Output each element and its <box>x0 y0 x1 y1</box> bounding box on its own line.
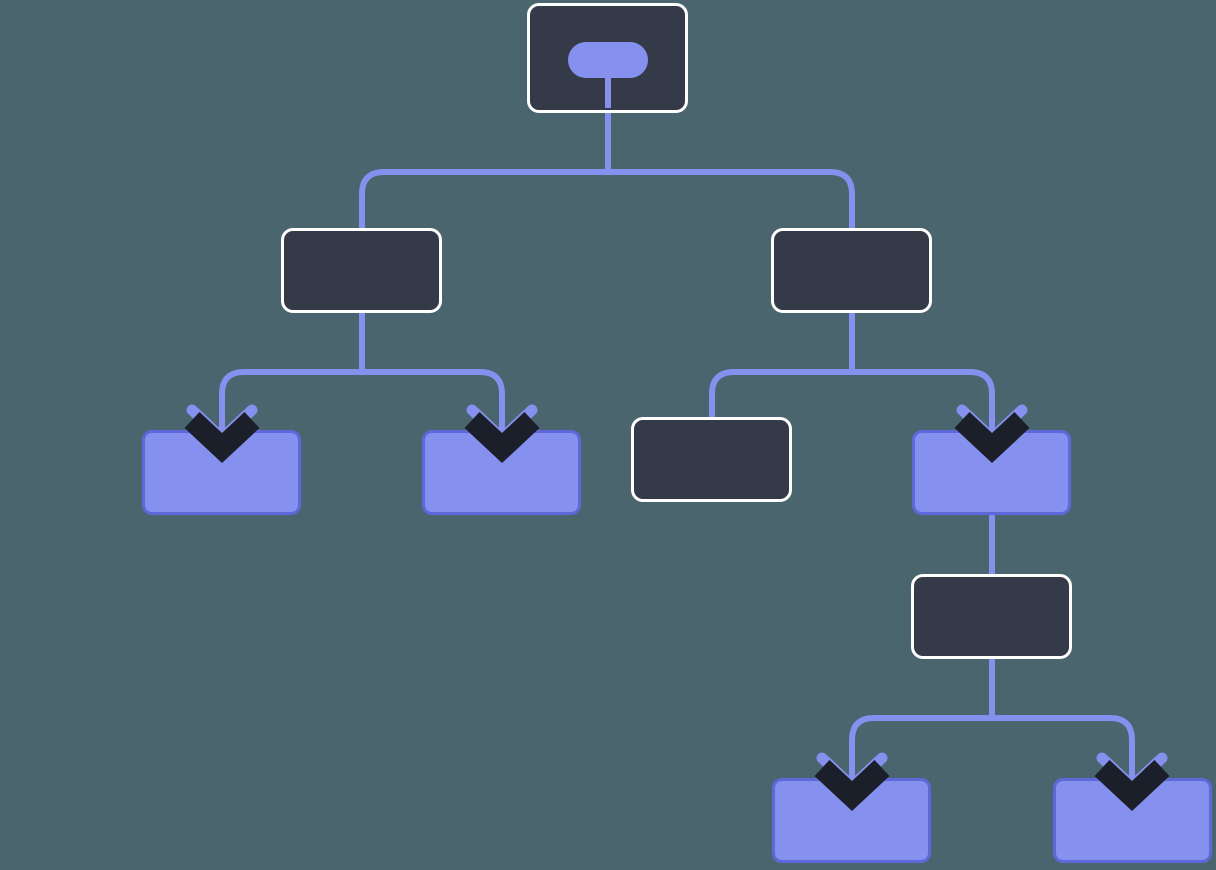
node-n3d[interactable] <box>912 430 1071 515</box>
node-n2b[interactable] <box>771 228 932 313</box>
root-pill-stem-icon <box>605 70 611 108</box>
edge-root-n2b <box>605 110 855 313</box>
node-n5b[interactable] <box>1053 778 1212 863</box>
edge-root-n2a <box>359 110 611 313</box>
node-n2a[interactable] <box>281 228 442 313</box>
edge-n2b-n3d <box>849 310 995 440</box>
node-n3a[interactable] <box>142 430 301 515</box>
edge-n4-n5b <box>992 715 1135 790</box>
edge-n2a-n3b <box>359 310 505 440</box>
edge-n2b-n3c <box>709 310 855 420</box>
node-n3b[interactable] <box>422 430 581 515</box>
node-n4[interactable] <box>911 574 1072 659</box>
node-n5a[interactable] <box>772 778 931 863</box>
edge-n2a-n3a <box>219 310 365 440</box>
edge-n4-n5a <box>849 715 992 790</box>
node-n3c[interactable] <box>631 417 792 502</box>
